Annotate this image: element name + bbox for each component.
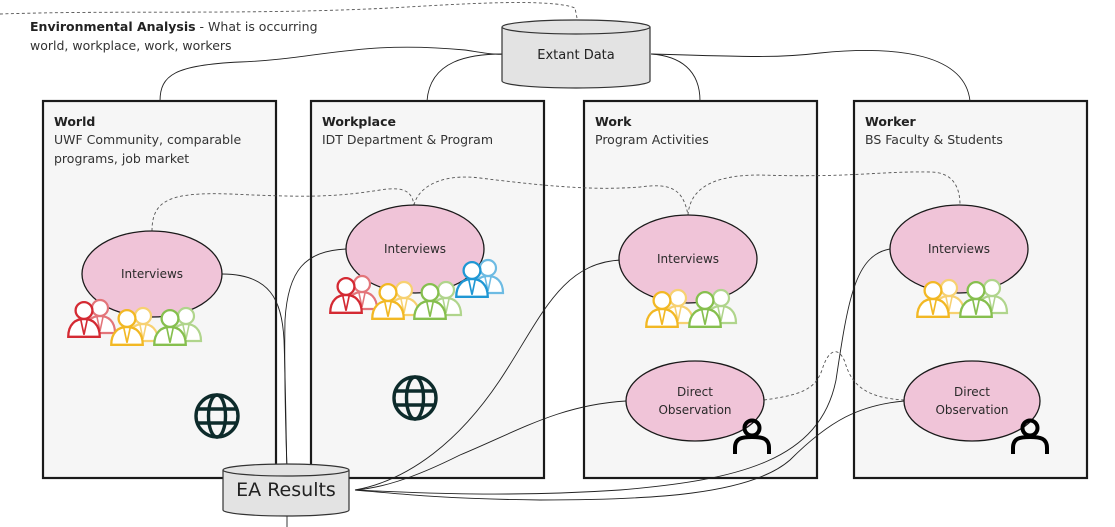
ea-results-label: EA Results xyxy=(236,479,336,501)
panel-workplace-line-1: IDT Department & Program xyxy=(322,132,493,147)
observer-icon xyxy=(1011,418,1049,454)
world-interviews[interactable]: Interviews xyxy=(81,230,223,318)
extant-data-top xyxy=(501,19,651,35)
link-extant-work xyxy=(650,53,701,102)
person-pair-icon xyxy=(67,298,117,338)
person-pair-icon xyxy=(153,306,203,346)
work-direct-observation[interactable]: Direct Observation xyxy=(625,360,765,442)
ea-results-connectors xyxy=(221,248,905,527)
extant-data-body xyxy=(501,27,651,89)
dashed-line-workplace-work xyxy=(413,176,689,216)
extant-data-label: Extant Data xyxy=(537,48,614,63)
worker-interviews-label: Interviews xyxy=(928,242,990,256)
work-people-group-icon xyxy=(645,288,738,328)
worker-observation-ellipse xyxy=(903,360,1041,442)
ea-results-body xyxy=(222,470,350,517)
person-pair-icon xyxy=(688,288,738,328)
work-interviews-ellipse xyxy=(618,214,758,304)
diagram-subtitle: world, workplace, work, workers xyxy=(30,38,232,53)
panel-worker-line-1: BS Faculty & Students xyxy=(865,132,1003,147)
work-observation-ellipse xyxy=(625,360,765,442)
panel-world-line-2: programs, job market xyxy=(54,151,189,166)
dashed-line-top xyxy=(0,2,578,19)
panel-work-line-1: Program Activities xyxy=(595,132,709,147)
dashed-line-work-worker xyxy=(687,171,961,216)
person-pair-icon xyxy=(455,258,505,298)
panel-world-title: World xyxy=(54,114,95,129)
panel-world-line-1: UWF Community, comparable xyxy=(54,132,241,147)
observer-icon xyxy=(733,418,771,454)
panel-worker-title: Worker xyxy=(865,114,917,129)
person-pair-icon xyxy=(371,280,421,320)
person-pair-icon xyxy=(645,288,695,328)
work-observation-line-1: Direct xyxy=(677,385,713,399)
link-extant-worker xyxy=(650,50,971,102)
worker-interviews[interactable]: Interviews xyxy=(889,204,1029,294)
work-interviews-label: Interviews xyxy=(657,252,719,266)
globe-icon xyxy=(194,393,240,439)
dashed-line-observation-link-1 xyxy=(763,351,905,401)
workplace-interviews-ellipse xyxy=(345,204,485,294)
workplace-interviews[interactable]: Interviews xyxy=(345,204,485,294)
worker-direct-observation[interactable]: Direct Observation xyxy=(903,360,1041,442)
link-workplace-interviews-results xyxy=(284,248,347,471)
worker-observation-line-2: Observation xyxy=(935,403,1008,417)
worker-people-group-icon xyxy=(916,278,1009,318)
work-interviews[interactable]: Interviews xyxy=(618,214,758,304)
dashed-connectors xyxy=(0,2,961,401)
link-header-extant xyxy=(159,46,504,102)
dashed-line-world-workplace xyxy=(151,188,415,232)
person-pair-icon xyxy=(959,278,1009,318)
worker-observation-line-1: Direct xyxy=(954,385,990,399)
ea-results-cylinder[interactable]: EA Results xyxy=(222,463,350,517)
link-worker-observation-results xyxy=(354,400,905,501)
workplace-people-group-icon xyxy=(329,258,505,320)
title-bold: Environmental Analysis xyxy=(30,19,196,34)
work-observation-line-2: Observation xyxy=(658,403,731,417)
panel-workplace-title: Workplace xyxy=(322,114,396,129)
link-work-observation-results xyxy=(354,400,627,491)
link-work-interviews-results xyxy=(354,259,623,491)
ea-results-top xyxy=(222,463,350,477)
world-people-group-icon xyxy=(67,298,203,346)
diagram-title: Environmental Analysis - What is occurri… xyxy=(30,19,318,34)
title-rest: - What is occurring xyxy=(196,19,318,34)
worker-interviews-ellipse xyxy=(889,204,1029,294)
link-worker-interviews-results xyxy=(354,248,891,495)
link-extant-workplace xyxy=(426,53,504,102)
world-interviews-label: Interviews xyxy=(121,267,183,281)
workplace-interviews-label: Interviews xyxy=(384,242,446,256)
extant-data-cylinder[interactable]: Extant Data xyxy=(501,19,651,89)
person-pair-icon xyxy=(329,274,379,314)
globe-icon xyxy=(392,375,438,421)
extant-data-connectors xyxy=(159,46,971,102)
person-pair-icon xyxy=(413,280,463,320)
panel-work-title: Work xyxy=(595,114,632,129)
